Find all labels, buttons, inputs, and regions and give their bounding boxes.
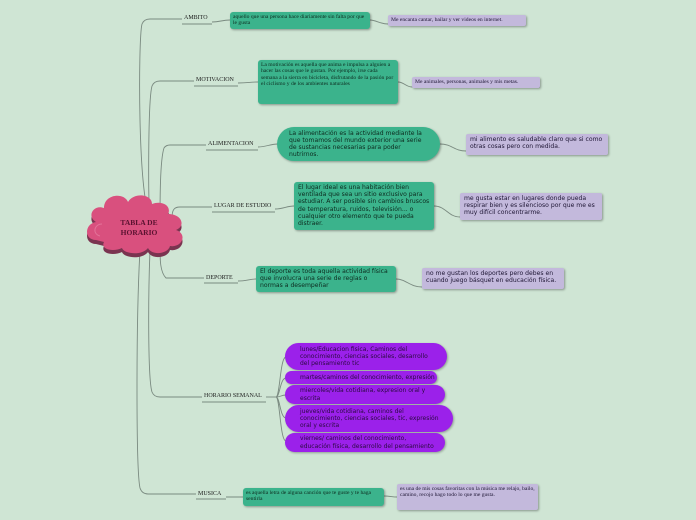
topic-deporte[interactable]: DEPORTE — [206, 275, 233, 281]
opinion-motivacion[interactable]: Me animales, personas, animales y mis me… — [412, 77, 540, 88]
schedule-friday[interactable]: viernes/ caminos del conocimiento, educa… — [285, 433, 445, 452]
root-title[interactable]: TABLA DE HORARIO — [120, 218, 158, 237]
opinion-deporte[interactable]: no me gustan los deportes pero debes en … — [422, 268, 564, 289]
definition-motivacion[interactable]: La motivación es aquella que anima e imp… — [258, 60, 398, 104]
opinion-alimentacion[interactable]: mi alimento es saludable claro que si co… — [466, 134, 608, 155]
opinion-lugar-de-estudio[interactable]: me gusta estar en lugares donde pueda re… — [460, 193, 602, 220]
definition-ambito[interactable]: aquello que una persona hace diariamente… — [230, 12, 370, 29]
definition-deporte[interactable]: El deporte es toda aquella actividad fís… — [256, 266, 396, 292]
opinion-musica[interactable]: es una de mis cosas favoritas con la mús… — [397, 484, 538, 510]
topic-ambito[interactable]: AMBITO — [184, 15, 208, 21]
definition-alimentacion[interactable]: La alimentación es la actividad mediante… — [277, 127, 440, 161]
topic-motivacion[interactable]: MOTIVACION — [196, 77, 234, 83]
schedule-wednesday[interactable]: miercoles/vida cotidiana, expresion oral… — [285, 385, 445, 404]
root-cloud-shape — [87, 195, 183, 258]
topic-alimentacion[interactable]: ALIMENTACION — [208, 141, 254, 147]
schedule-thursday[interactable]: jueves/vida cotidiana, caminos del conoc… — [285, 405, 453, 432]
schedule-tuesday[interactable]: martes/caminos del conocimiento, expresi… — [285, 371, 437, 384]
topic-musica[interactable]: MUSICA — [198, 491, 222, 497]
schedule-monday[interactable]: lunes/Educacion fisica, Caminos del cono… — [285, 343, 447, 370]
definition-musica[interactable]: es aquella letra de alguna canción que t… — [243, 488, 384, 506]
topic-lugar-de-estudio[interactable]: LUGAR DE ESTUDIO — [214, 203, 272, 209]
definition-lugar-de-estudio[interactable]: El lugar ideal es una habitación bien ve… — [294, 182, 434, 230]
opinion-ambito[interactable]: Me encanta cantar, bailar y ver videos e… — [388, 15, 526, 26]
topic-horario-semanal[interactable]: HORARIO SEMANAL — [204, 393, 262, 399]
